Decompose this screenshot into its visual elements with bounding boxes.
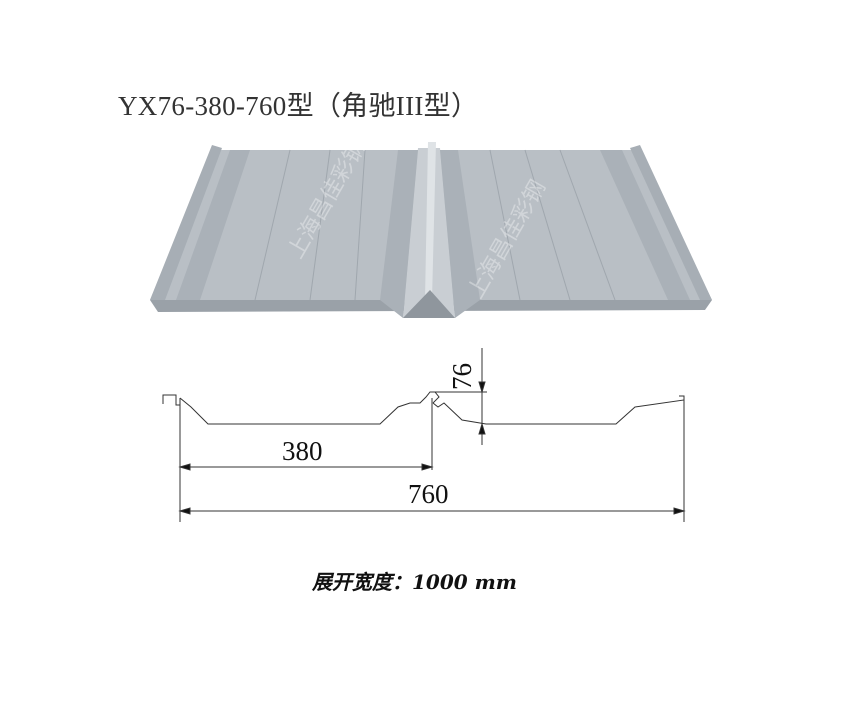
dimension-arrows xyxy=(178,381,686,515)
panel-3d-render: 上海昌佳彩钢 上海昌佳彩钢 xyxy=(150,136,712,318)
product-title: YX76-380-760型（角驰III型） xyxy=(118,91,479,121)
spec-value: 1000 mm xyxy=(412,570,517,594)
profile-drawing xyxy=(162,348,685,522)
spec-label: 展开宽度： xyxy=(312,570,412,594)
dimension-height: 76 xyxy=(447,363,477,390)
dimension-half-width: 380 xyxy=(282,436,323,466)
unfolded-width-spec: 展开宽度：1000 mm xyxy=(312,566,517,595)
dimension-full-width: 760 xyxy=(408,479,449,509)
